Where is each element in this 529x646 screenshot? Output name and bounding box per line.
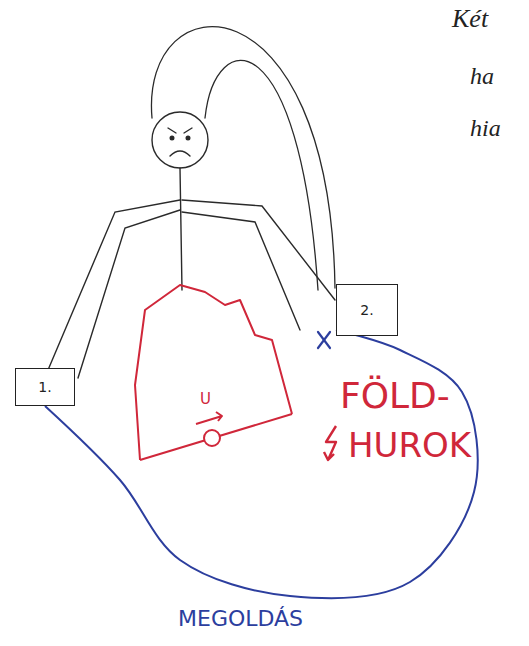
- eyebrow: [184, 128, 192, 133]
- cross: [318, 332, 330, 348]
- loop-path: [135, 285, 292, 460]
- frown: [170, 151, 190, 156]
- arm-left: [48, 200, 180, 370]
- head: [152, 112, 208, 168]
- stick-figure: [48, 112, 335, 378]
- handwritten-note: Két: [452, 6, 488, 32]
- handwritten-note: HUROK: [348, 428, 471, 462]
- break-mark: [318, 332, 330, 348]
- eye: [186, 136, 190, 140]
- cable: [151, 27, 335, 290]
- handwritten-note: MEGOLDÁS: [178, 608, 303, 630]
- handwritten-note: FÖLD-: [340, 378, 450, 414]
- arm-left: [78, 210, 180, 378]
- voltage-arrow: [196, 412, 222, 424]
- eye: [170, 136, 174, 140]
- box-number: 1.: [38, 379, 51, 395]
- voltage-source: [204, 430, 220, 446]
- lightning-symbol: [324, 426, 336, 460]
- loop-bottom: [140, 414, 292, 460]
- box-number: 2.: [360, 302, 373, 318]
- handwritten-note: ha: [470, 64, 494, 88]
- cross: [318, 332, 330, 348]
- device-box: 1.: [15, 368, 75, 406]
- handwritten-note: U: [200, 392, 211, 407]
- eyebrow: [168, 128, 176, 133]
- cable-outer: [151, 27, 335, 288]
- body: [180, 168, 182, 290]
- ground-loop: [135, 285, 336, 460]
- device-box: 2.: [336, 284, 398, 336]
- handwritten-note: hia: [470, 116, 501, 140]
- arm-right: [182, 212, 300, 330]
- solution-loop: [45, 330, 478, 598]
